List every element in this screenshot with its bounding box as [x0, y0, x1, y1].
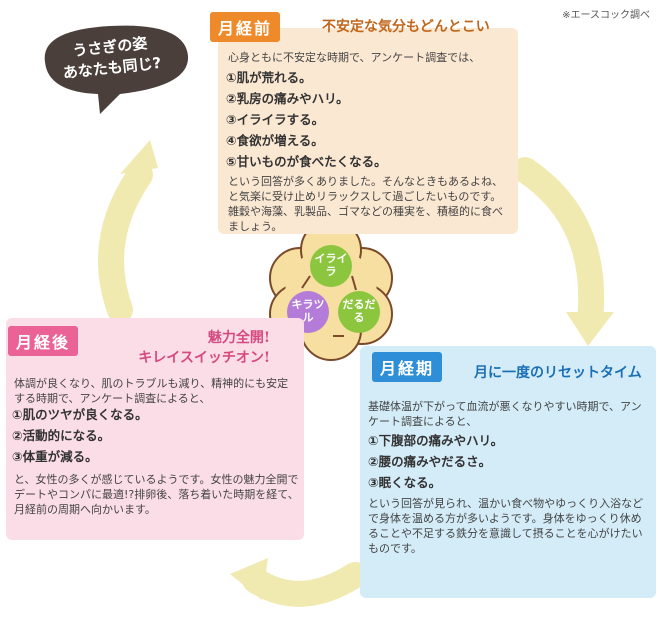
center-flower: [269, 219, 393, 361]
after-period-intro: 体調が良くなり、肌のトラブルも減り、精神的にも安定する時期で、アンケート調査によ…: [14, 377, 289, 405]
cycle-circle-right: [338, 291, 380, 333]
center-label-irritated: イライラ: [314, 252, 348, 278]
before-period-tag: 月経前: [210, 12, 281, 42]
arrow-after-to-before: [98, 162, 153, 323]
list-item: ①肌が荒れる。: [226, 70, 312, 85]
before-period-panel: [218, 28, 518, 234]
arrow-during-to-after: [242, 562, 368, 607]
during-period-intro: 基礎体温が下がって血流が悪くなりやすい時期で、アンケート調査によると、: [368, 400, 642, 428]
during-period-list: ①下腹部の痛みやハリ。 ②腰の痛みやだるさ。 ③眠くなる。: [368, 430, 503, 493]
before-period-outro: という回答が多くありました。そんなときもあるよね、と気楽に受け止めリラックスして…: [228, 175, 503, 233]
list-item: ④食欲が増える。: [226, 133, 324, 148]
after-subtitle-line-2: キレイスイッチオン!: [138, 350, 270, 366]
before-period-subtitle: 不安定な気分もどんとこい: [322, 19, 490, 35]
cycle-circle-top: [310, 245, 352, 287]
list-item: ②腰の痛みやだるさ。: [368, 454, 492, 469]
list-item: ③眠くなる。: [368, 475, 442, 490]
list-item: ⑤甘いものが食べたくなる。: [226, 154, 387, 169]
center-label-sluggish: だるだる: [342, 298, 376, 324]
after-subtitle-line-1: 魅力全開!: [207, 330, 270, 346]
after-period-outro: と、女性の多くが感じているようです。女性の魅力全開でデートやコンパに最適!?排卵…: [14, 473, 299, 516]
arrow-head-during: [566, 312, 614, 346]
during-period-subtitle: 月に一度のリセットタイム: [474, 365, 642, 381]
list-item: ②乳房の痛みやハリ。: [226, 91, 349, 106]
during-period-outro: という回答が見られ、温かい食べ物やゆっくり入浴などで身体を温める方が多いようです…: [368, 497, 644, 555]
speech-bubble-shape: [44, 25, 189, 114]
after-period-tag: 月経後: [8, 326, 79, 356]
source-note: ※エースコック調べ: [562, 10, 650, 21]
list-item: ②活動的になる。: [12, 428, 111, 443]
arrow-head-before: [120, 140, 158, 174]
center-label-shiny: キラツル: [291, 298, 325, 324]
before-period-intro: 心身ともに不安定な時期で、アンケート調査では、: [228, 51, 481, 64]
before-period-list: ①肌が荒れる。 ②乳房の痛みやハリ。 ③イライラする。 ④食欲が増える。 ⑤甘い…: [226, 67, 387, 172]
arrow-before-to-during: [512, 157, 605, 333]
after-period-subtitle: 魅力全開! キレイスイッチオン!: [120, 328, 270, 368]
during-period-tag: 月経期: [372, 352, 443, 382]
list-item: ①肌のツヤが良くなる。: [12, 407, 148, 422]
during-period-panel: [360, 346, 656, 598]
after-period-list: ①肌のツヤが良くなる。 ②活動的になる。 ③体重が減る。: [12, 404, 148, 467]
list-item: ①下腹部の痛みやハリ。: [368, 433, 504, 448]
arrow-head-after: [230, 558, 268, 600]
list-item: ③イライラする。: [226, 112, 325, 127]
list-item: ③体重が減る。: [12, 449, 98, 464]
